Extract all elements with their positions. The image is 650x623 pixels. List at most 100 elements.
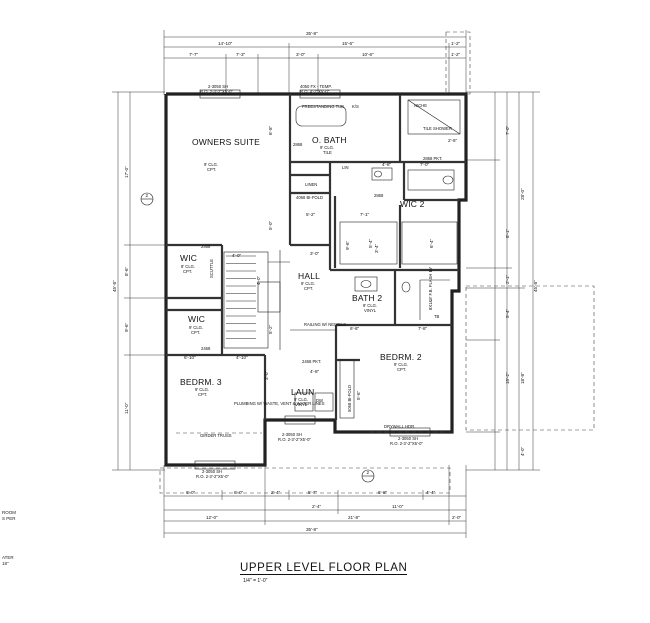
- dim-bot-r2a: 2'-4": [312, 504, 322, 509]
- room-bath2-clg: 9' CLG.: [363, 303, 377, 308]
- section-marker-a: 2: [146, 193, 149, 198]
- dim-bot-r1d: 5'-7": [308, 490, 318, 495]
- room-wic3-floor: CPT.: [191, 330, 200, 335]
- room-hall-floor: CPT.: [304, 286, 313, 291]
- in-dim-18: 6'-8": [350, 326, 360, 331]
- label-girder: GIRDER TRUSS: [200, 433, 232, 438]
- in-dim-8: 7'-0": [420, 162, 430, 167]
- room-owners-suite-name: OWNERS SUITE: [192, 137, 260, 147]
- label-lin: LIN: [342, 165, 349, 170]
- dim-bot-r1a: 6'-0": [186, 490, 196, 495]
- dim-left-b: 8'-6": [124, 266, 129, 276]
- label-tb: TB: [434, 314, 440, 319]
- left-note-1: ROOM: [2, 510, 16, 515]
- label-door-2868: 2868: [293, 142, 303, 147]
- in-dim-19: 9'-6": [345, 240, 350, 250]
- in-dim-10: 5'-4": [368, 238, 373, 248]
- room-wic3-clg: 9' CLG.: [189, 325, 203, 330]
- label-niche: NICHE: [414, 103, 427, 108]
- label-ks: K/S: [352, 104, 359, 109]
- left-note-3: ATER: [2, 555, 14, 560]
- right-dimensions: 7'-0" 8'-1" 2'-1" 5'-4" 15'-2" 4'-0" 28'…: [465, 91, 595, 471]
- in-dim-13: 4'-10": [236, 355, 248, 360]
- in-dim-2: 5'-0": [268, 220, 273, 230]
- room-bedrm2-name: BEDRM. 2: [380, 352, 422, 362]
- dim-bot-c: 2'-0": [452, 515, 462, 520]
- in-dim-17: 5'-2": [268, 324, 273, 334]
- in-dim-11: 6'-4": [429, 238, 434, 248]
- room-wic3-name: WIC: [188, 314, 205, 324]
- in-dim-21: 4'-0": [256, 275, 261, 285]
- in-dim-6: 2'-6": [448, 138, 458, 143]
- in-dim-3: 5'-2": [306, 212, 316, 217]
- label-scuttle: SCUTTLE: [209, 259, 214, 278]
- room-wic1-floor: CPT.: [183, 269, 192, 274]
- dim-top-r2b: 7'-3": [236, 52, 246, 57]
- dim-overall-top: 35'-8": [306, 31, 318, 36]
- label-door-2468: 2468: [201, 244, 211, 249]
- dim-bot-a: 12'-0": [206, 515, 218, 520]
- left-note-4: 18": [2, 561, 9, 566]
- label-win-bot2: 2-3050 SH: [282, 432, 302, 437]
- label-railing: RAILING W/ NEWELS: [304, 322, 346, 327]
- room-bedrm2-clg: 9' CLG.: [394, 362, 408, 367]
- label-door-2868-pkt: 2868 PKT.: [423, 156, 442, 161]
- label-tile-shower: TILE SHOWER: [423, 126, 452, 131]
- dim-right-c: 8'-1": [505, 228, 510, 238]
- in-dim-12: 6'-10": [184, 355, 196, 360]
- label-win-bot3-ro: R.O. 2-3'-2"X5'-0": [390, 441, 423, 446]
- in-dim-16: 3'-4": [374, 243, 379, 253]
- in-dim-14: 4'-8": [310, 369, 320, 374]
- room-bedrm3-clg: 9' CLG.: [195, 387, 209, 392]
- dim-right-overall: 45'-8": [533, 280, 538, 292]
- bottom-dimensions: 6'-0" 6'-0" 2'-4" 5'-7" 6'-8" 4'-4" 2'-4…: [159, 465, 467, 538]
- windows: [194, 89, 431, 470]
- dim-right-h: 4'-0": [520, 446, 525, 456]
- label-drywall: DRYWALL HDR.: [384, 424, 415, 429]
- label-win-bot1: 2-3050 SH: [202, 469, 222, 474]
- dim-overall-bot: 35'-8": [306, 527, 318, 532]
- room-laun-floor: VINYL: [295, 402, 308, 407]
- in-dim-22: 3'-0": [264, 370, 269, 380]
- section-markers: 2 2: [140, 192, 375, 483]
- room-wic1-clg: 8' CLG.: [181, 264, 195, 269]
- label-win-bot1-ro: R.O. 2-3'-2"X5'-0": [196, 474, 229, 479]
- dim-bot-r1e: 6'-8": [378, 490, 388, 495]
- in-dim-15: 7'-8": [418, 326, 428, 331]
- dim-top-r2d: 10'-6": [362, 52, 374, 57]
- label-win-top1: 2-3050 SH: [208, 84, 228, 89]
- section-marker-b: 2: [367, 470, 370, 475]
- label-door-2468b: 2468: [201, 346, 211, 351]
- dim-bot-r1c: 2'-4": [271, 490, 281, 495]
- label-bifold1: 4068 BI-FOLD: [296, 195, 323, 200]
- room-owners-suite-floor: CPT.: [207, 167, 216, 172]
- label-door-2468-pkt: 2468 PKT.: [302, 359, 321, 364]
- misc-labels: FREESTANDING TUB K/S NICHE TILE SHOWER L…: [196, 84, 452, 479]
- room-o-bath-floor: TILE: [323, 150, 332, 155]
- interior-walls: [166, 94, 466, 420]
- label-win-top2: 4050 FX - TEMP.: [300, 84, 332, 89]
- dim-right-f: 15'-2": [505, 372, 510, 384]
- room-hall-clg: 9' CLG.: [301, 281, 315, 286]
- dim-bot-b: 21'-8": [348, 515, 360, 520]
- room-bath2-floor: VINYL: [364, 308, 377, 313]
- dim-right-g: 18'-8": [520, 372, 525, 384]
- in-dim-20: 5'-6": [356, 390, 361, 400]
- room-laun-clg: 9' CLG.: [294, 397, 308, 402]
- room-o-bath-clg: 9' CLG.: [320, 145, 334, 150]
- dim-top-r2e: 1'-2": [451, 52, 461, 57]
- fixtures: [176, 99, 461, 434]
- in-dim-5: 4'-0": [232, 253, 242, 258]
- label-linen: LINEN: [305, 182, 317, 187]
- room-bedrm2-floor: CPT.: [397, 367, 406, 372]
- dim-top-a: 14'-10": [218, 41, 233, 46]
- label-door-2868b: 2868: [374, 193, 384, 198]
- dim-top-r2a: 7'-7": [189, 52, 199, 57]
- dim-top-r2c: 3'-0": [296, 52, 306, 57]
- dim-top-b: 15'-6": [342, 41, 354, 46]
- label-win-top1-ro: R.O. 2-3'-2"X5'-0": [200, 89, 233, 94]
- interior-dimensions: 6'-8" 5'-0" 5'-2" 3'-0" 4'-0" 2'-6" 4'-8…: [184, 125, 458, 400]
- dim-right-e: 5'-4": [505, 308, 510, 318]
- dim-left-d: 11'-0": [124, 402, 129, 414]
- plan-scale: 1/4" = 1'-0": [243, 578, 268, 584]
